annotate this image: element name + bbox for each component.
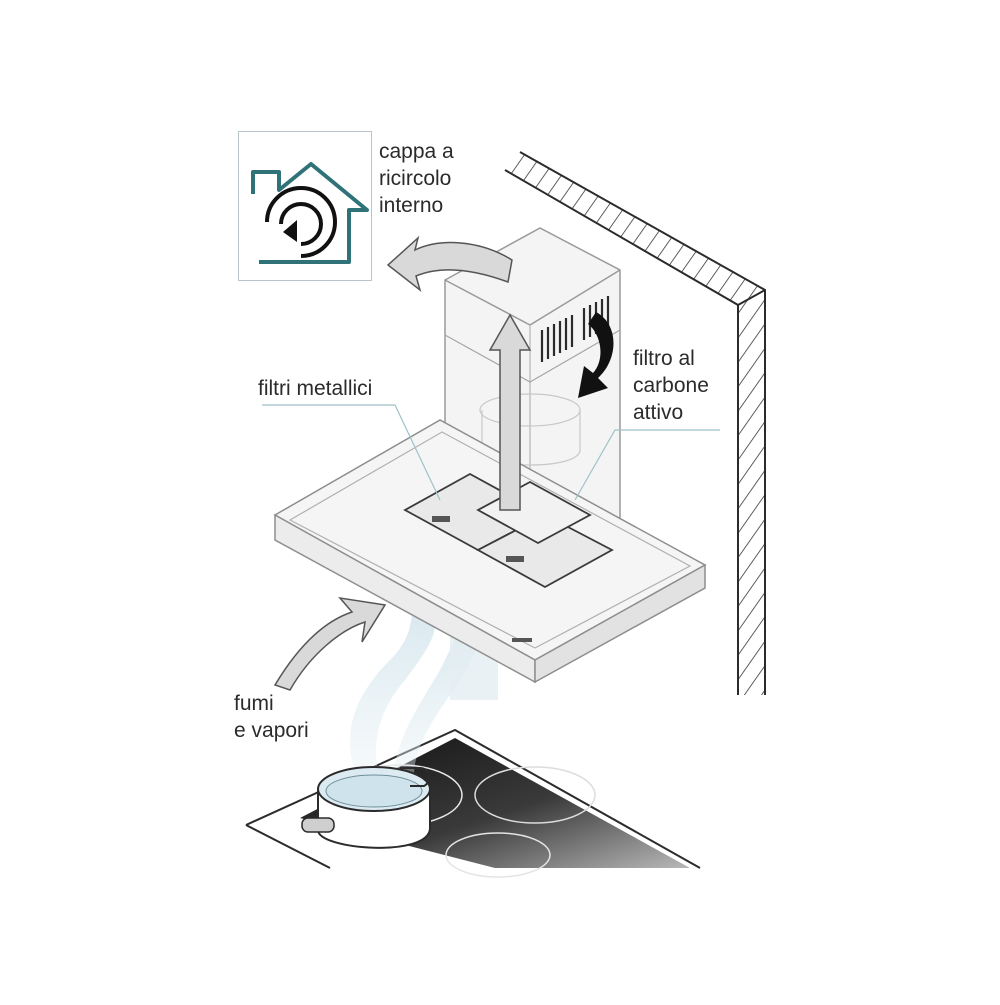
carbon-filter-label: filtro al carbone attivo	[633, 345, 709, 426]
fumes-label: fumi e vapori	[234, 690, 309, 744]
cooktop	[245, 728, 701, 878]
recirculation-label-line1: cappa a	[379, 140, 454, 163]
recirculation-icon-box	[238, 131, 372, 281]
carbon-filter-label-line2: carbone	[633, 374, 709, 397]
house-recirculation-icon	[251, 162, 369, 264]
hood-canopy	[273, 419, 707, 684]
fumes-label-line1: fumi	[234, 692, 274, 715]
fumes-arrow	[273, 596, 387, 691]
fumes-label-line2: e vapori	[234, 719, 309, 742]
recirculation-label-line2: ricircolo	[379, 167, 452, 190]
wall	[504, 151, 766, 695]
recirculation-label: cappa a ricircolo interno	[379, 138, 454, 219]
pot	[301, 766, 431, 849]
carbon-filter-arrow	[578, 312, 614, 398]
airflow-up-arrow	[488, 313, 532, 511]
metal-filters-label-line1: filtri metallici	[258, 377, 373, 400]
carbon-filter-label-line1: filtro al	[633, 347, 695, 370]
recirculation-label-line3: interno	[379, 194, 444, 217]
metal-filters-label: filtri metallici	[258, 375, 372, 402]
outlet-arrow	[386, 235, 513, 293]
carbon-filter-label-line3: attivo	[633, 401, 684, 424]
leader-lines	[262, 404, 720, 501]
